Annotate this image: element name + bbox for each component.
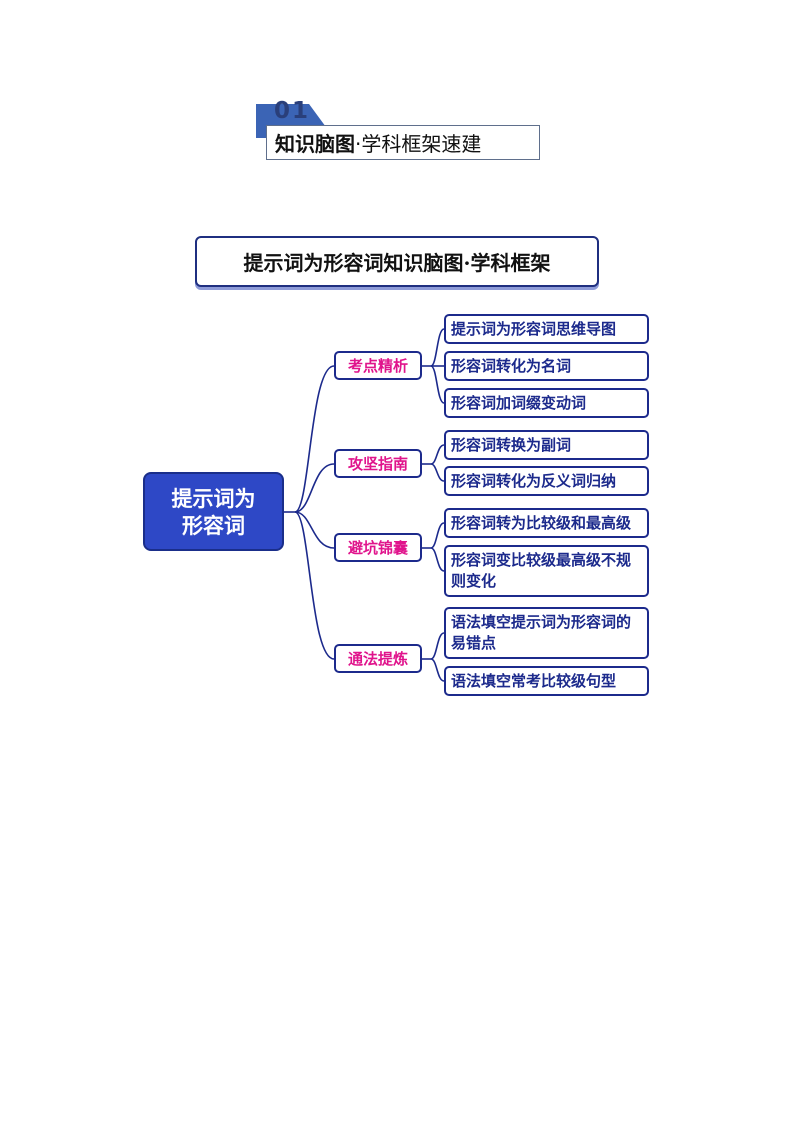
mindmap-title: 提示词为形容词知识脑图·学科框架 (195, 236, 599, 287)
category-node: 攻坚指南 (334, 449, 422, 478)
root-line-1: 提示词为 (171, 485, 256, 511)
connector-leaf-1-1 (430, 328, 445, 367)
root-line-2: 形容词 (182, 512, 245, 538)
connector-leaf-4-2 (430, 658, 445, 682)
category-node: 避坑锦囊 (334, 533, 422, 562)
leaf-node: 提示词为形容词思维导图 (444, 314, 649, 344)
section-header-rest: ·学科框架速建 (355, 132, 482, 156)
connector-leaf-1-3 (430, 365, 445, 404)
leaf-node: 语法填空提示词为形容词的易错点 (444, 607, 649, 659)
leaf-node: 形容词转化为反义词归纳 (444, 466, 649, 496)
leaf-node: 语法填空常考比较级句型 (444, 666, 649, 696)
leaf-node: 形容词转为比较级和最高级 (444, 508, 649, 538)
connector-leaf-2-1 (430, 444, 445, 465)
leaf-node: 形容词转换为副词 (444, 430, 649, 460)
leaf-node: 形容词变比较级最高级不规则变化 (444, 545, 649, 597)
connector-leaf-4-1 (430, 632, 445, 660)
section-number: 01 (274, 98, 311, 124)
connector-cat-1 (294, 365, 335, 513)
section-header-bold: 知识脑图 (275, 132, 355, 156)
leaf-node: 形容词加词缀变动词 (444, 388, 649, 418)
connector-cat-2 (294, 463, 335, 513)
mindmap-root: 提示词为 形容词 (143, 472, 284, 551)
connector-leaf-3-2 (430, 547, 445, 572)
category-node: 考点精析 (334, 351, 422, 380)
category-node: 通法提炼 (334, 644, 422, 673)
section-header: 知识脑图 ·学科框架速建 (266, 125, 540, 160)
connector-leaf-3-1 (430, 522, 445, 549)
connector-cat-3 (294, 511, 335, 549)
connector-leaf-2-2 (430, 463, 445, 482)
leaf-node: 形容词转化为名词 (444, 351, 649, 381)
connector-cat-4 (294, 511, 335, 660)
